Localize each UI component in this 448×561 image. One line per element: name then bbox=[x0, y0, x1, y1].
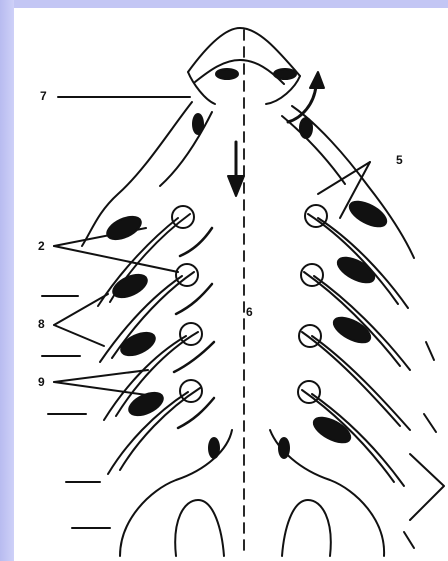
label-5: 5 bbox=[396, 154, 403, 166]
right-blob-4 bbox=[310, 413, 354, 448]
bottom-right-spot bbox=[279, 438, 289, 458]
flow-arrow-left-2 bbox=[176, 284, 212, 314]
right-circle-1 bbox=[305, 205, 327, 227]
right-blob-2 bbox=[334, 253, 378, 288]
right-blob-1 bbox=[346, 197, 390, 232]
bottom-left-cutout bbox=[175, 500, 224, 556]
top-right-arrow bbox=[288, 86, 316, 122]
right-upper-spot bbox=[300, 118, 312, 138]
flow-arrow-left-3 bbox=[174, 342, 214, 372]
top-right-spot bbox=[274, 69, 296, 79]
bottom-left-spot bbox=[209, 438, 219, 458]
right-circle-3 bbox=[299, 325, 321, 347]
flow-arrow-left-1 bbox=[180, 228, 212, 256]
top-arch-bottom-right bbox=[266, 76, 300, 104]
leader-2-b bbox=[54, 246, 178, 272]
center-arrow-head bbox=[228, 176, 244, 196]
right-circle-2 bbox=[301, 264, 323, 286]
top-arch-inner bbox=[195, 60, 284, 84]
label-6: 6 bbox=[246, 306, 253, 318]
label-2: 2 bbox=[38, 240, 45, 252]
right-blob-3 bbox=[330, 313, 374, 348]
left-upper-spot bbox=[193, 114, 203, 134]
top-right-arrow-head bbox=[310, 72, 324, 88]
leader-8-b bbox=[54, 325, 104, 346]
label-9: 9 bbox=[38, 376, 45, 388]
left-circle-2 bbox=[176, 264, 198, 286]
left-circle-4 bbox=[180, 380, 202, 402]
left-wing-inner bbox=[160, 112, 212, 186]
outer-arrow-right-2 bbox=[424, 414, 436, 432]
outer-arrow-right-1 bbox=[426, 342, 434, 360]
left-circle-3 bbox=[180, 323, 202, 345]
leader-8-a bbox=[54, 294, 108, 325]
bracket-right bbox=[410, 454, 444, 520]
bottom-right-cutout bbox=[282, 500, 331, 556]
left-blob-3 bbox=[118, 328, 158, 360]
top-left-spot bbox=[216, 69, 238, 79]
right-circle-4 bbox=[298, 381, 320, 403]
left-blob-1 bbox=[104, 212, 144, 244]
left-blob-2 bbox=[110, 270, 150, 302]
left-circle-1 bbox=[172, 206, 194, 228]
flow-arrow-left-4 bbox=[178, 398, 214, 428]
outer-arrow-right-3 bbox=[404, 532, 414, 548]
label-7: 7 bbox=[40, 90, 47, 102]
right-gill-3b bbox=[302, 332, 400, 426]
label-8: 8 bbox=[38, 318, 45, 330]
right-wing-inner bbox=[282, 116, 345, 184]
